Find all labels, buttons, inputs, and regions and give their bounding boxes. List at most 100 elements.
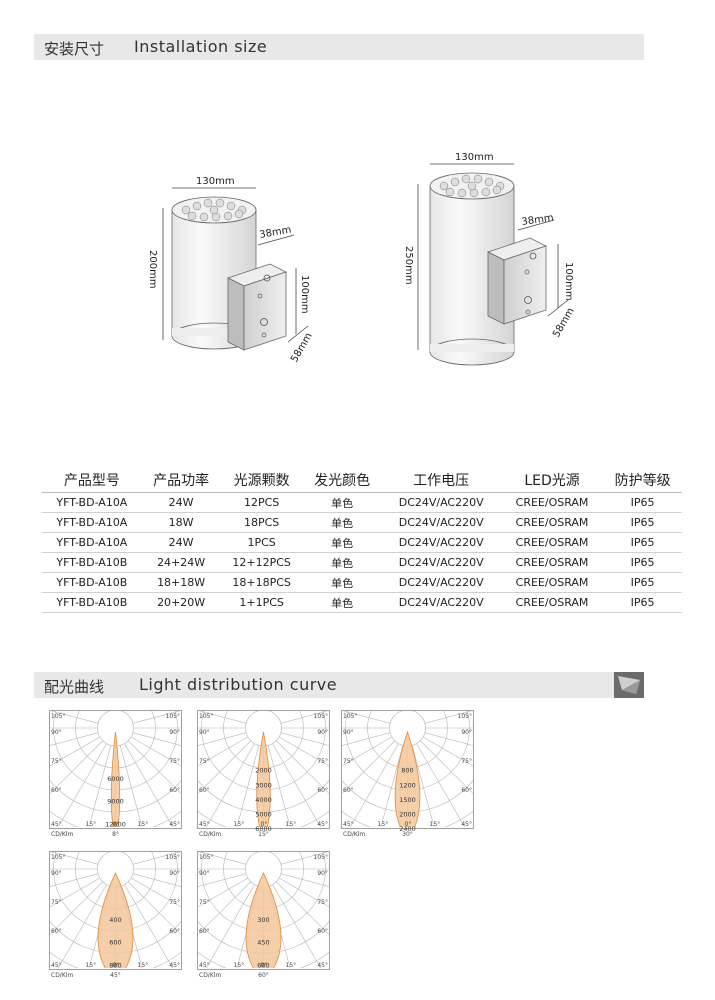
angle-label: 0° bbox=[405, 821, 412, 828]
grid-spoke bbox=[119, 745, 143, 827]
polar-plot-svg: 105°105°90°90°75°75°60°60°45°45°15°15°0°… bbox=[197, 851, 330, 979]
table-cell: DC24V/AC220V bbox=[381, 572, 501, 593]
table-cell: 1+1PCS bbox=[220, 592, 303, 613]
angle-label: 15° bbox=[234, 962, 245, 969]
grid-spoke bbox=[50, 736, 101, 767]
beam-lobe bbox=[256, 731, 271, 827]
table-cell: IP65 bbox=[603, 532, 682, 553]
table-cell: DC24V/AC220V bbox=[381, 592, 501, 613]
angle-label: 15° bbox=[138, 962, 149, 969]
installation-drawings: 130mm 200mm 38mm 100mm 58mm 130mm 250mm bbox=[147, 152, 577, 366]
angle-label: 75° bbox=[343, 758, 354, 765]
table-cell: 12+12PCS bbox=[220, 552, 303, 573]
grid-spoke bbox=[132, 732, 181, 746]
left-height-label: 200mm bbox=[147, 250, 158, 289]
grid-spoke bbox=[50, 711, 99, 724]
left-box-height-label: 100mm bbox=[299, 275, 310, 314]
angle-label: 45° bbox=[51, 962, 62, 969]
beam-angle-label: 45° bbox=[110, 972, 121, 979]
grid-spoke bbox=[280, 852, 329, 865]
grid-spoke bbox=[198, 873, 247, 887]
intensity-label: 800 bbox=[401, 767, 413, 775]
table-cell: CREE/OSRAM bbox=[500, 532, 604, 553]
intensity-label: 2400 bbox=[399, 825, 416, 833]
angle-label: 90° bbox=[169, 729, 180, 736]
angle-label: 105° bbox=[166, 854, 180, 861]
table-cell: YFT-BD-A10A bbox=[42, 532, 142, 553]
angle-label: 105° bbox=[458, 713, 472, 720]
grid-spoke bbox=[198, 852, 247, 865]
grid-spoke bbox=[278, 736, 329, 767]
grid-spoke bbox=[342, 740, 395, 794]
angle-label: 75° bbox=[51, 758, 62, 765]
angle-label: 90° bbox=[199, 870, 210, 877]
unit-label: CD/Klm bbox=[199, 972, 221, 979]
table-cell: DC24V/AC220V bbox=[381, 512, 501, 533]
table-cell: 18PCS bbox=[220, 512, 303, 533]
table-cell: 24W bbox=[141, 492, 221, 513]
unit-label: CD/Klm bbox=[199, 831, 221, 838]
table-cell: CREE/OSRAM bbox=[500, 572, 604, 593]
left-box-depth-label: 58mm bbox=[289, 331, 315, 364]
angle-label: 105° bbox=[314, 713, 328, 720]
unit-label: CD/Klm bbox=[51, 831, 73, 838]
section-title-en: Light distribution curve bbox=[139, 675, 338, 694]
angle-label: 15° bbox=[286, 962, 297, 969]
table-cell: 1PCS bbox=[220, 532, 303, 553]
table-cell: DC24V/AC220V bbox=[381, 492, 501, 513]
lamp-drawing-left: 130mm 200mm 38mm 100mm 58mm bbox=[147, 176, 315, 365]
grid-spoke bbox=[205, 884, 255, 968]
polar-plot: 105°105°90°90°75°75°60°60°45°45°15°15°0°… bbox=[49, 710, 182, 838]
table-cell: YFT-BD-A10A bbox=[42, 512, 142, 533]
angle-label: 105° bbox=[51, 854, 65, 861]
intensity-label: 3000 bbox=[255, 781, 272, 789]
angle-label: 90° bbox=[317, 729, 328, 736]
beam-angle-label: 8° bbox=[112, 831, 119, 838]
intensity-label: 9000 bbox=[107, 798, 124, 806]
table-cell: DC24V/AC220V bbox=[381, 552, 501, 573]
angle-label: 15° bbox=[234, 821, 245, 828]
header-cell: 防护等级 bbox=[614, 473, 671, 489]
polar-plot-svg: 105°105°90°90°75°75°60°60°45°45°15°15°0°… bbox=[197, 710, 330, 838]
grid-spoke bbox=[50, 873, 99, 887]
angle-label: 0° bbox=[113, 821, 120, 828]
table-cell: 单色 bbox=[302, 552, 382, 573]
spec-table-header-row: 产品型号 产品功率 光源颗数 发光颜色 工作电压 LED光源 防护等级 bbox=[42, 468, 682, 493]
grid-spoke bbox=[50, 881, 103, 935]
angle-label: 60° bbox=[51, 787, 62, 794]
polar-plot-svg: 105°105°90°90°75°75°60°60°45°45°15°15°0°… bbox=[341, 710, 474, 838]
table-cell: IP65 bbox=[603, 572, 682, 593]
table-cell: 单色 bbox=[302, 492, 382, 513]
beam-angle-label: 60° bbox=[258, 972, 269, 979]
grid-spoke bbox=[411, 745, 435, 827]
beam-angle-label: 30° bbox=[402, 831, 413, 838]
installation-size-header: 安装尺寸 Installation size bbox=[34, 34, 644, 60]
intensity-label: 400 bbox=[109, 916, 121, 924]
grid-spoke bbox=[88, 745, 112, 827]
grid-spoke bbox=[205, 743, 255, 827]
angle-label: 60° bbox=[51, 928, 62, 935]
intensity-label: 5000 bbox=[255, 811, 272, 819]
table-cell: 12PCS bbox=[220, 492, 303, 513]
grid-spoke bbox=[198, 732, 247, 746]
grid-spoke bbox=[128, 881, 181, 935]
angle-label: 75° bbox=[199, 899, 210, 906]
corner-logo-icon bbox=[614, 672, 644, 698]
table-cell: 18+18PCS bbox=[220, 572, 303, 593]
right-depth-label: 38mm bbox=[521, 213, 554, 228]
header-cell: 产品功率 bbox=[153, 473, 210, 489]
angle-label: 105° bbox=[51, 713, 65, 720]
angle-label: 90° bbox=[199, 729, 210, 736]
angle-label: 15° bbox=[286, 821, 297, 828]
right-height-label: 250mm bbox=[403, 246, 414, 285]
polar-plot-svg: 105°105°90°90°75°75°60°60°45°45°15°15°0°… bbox=[49, 710, 182, 838]
angle-label: 75° bbox=[169, 758, 180, 765]
polar-plot-svg: 105°105°90°90°75°75°60°60°45°45°15°15°0°… bbox=[49, 851, 182, 979]
angle-label: 60° bbox=[317, 787, 328, 794]
table-cell: CREE/OSRAM bbox=[500, 552, 604, 573]
right-width-label: 130mm bbox=[455, 152, 494, 163]
